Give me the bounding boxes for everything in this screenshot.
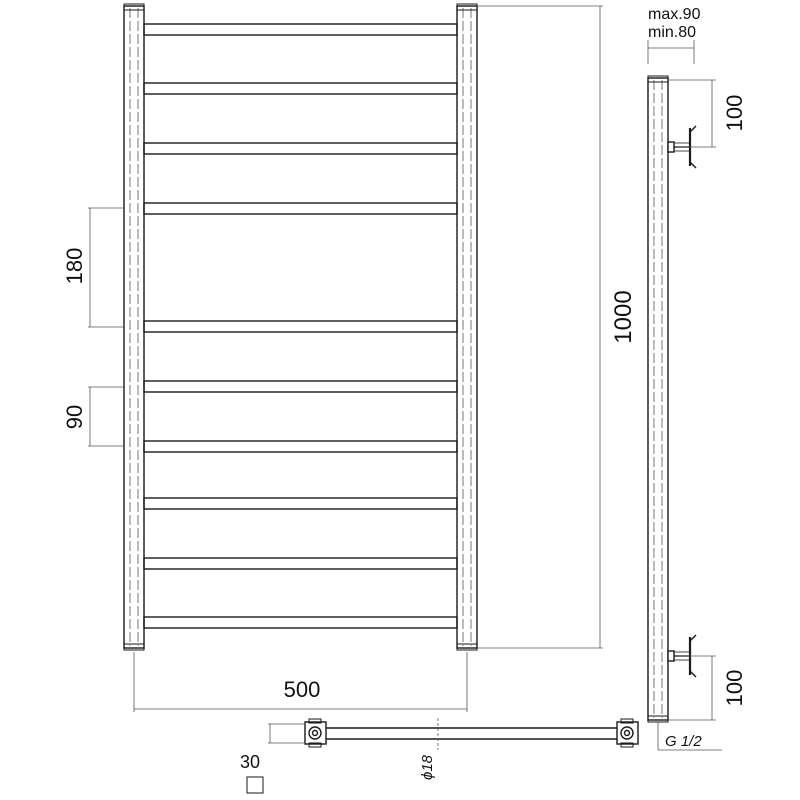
dim-tube-diameter: ϕ18 <box>419 754 436 780</box>
dim-width: 500 <box>284 677 321 702</box>
dim-bottom-offset: 100 <box>722 670 747 707</box>
front-view <box>123 3 478 651</box>
rungs <box>143 23 458 629</box>
dimension-lines <box>88 5 603 712</box>
rung <box>143 142 458 155</box>
side-dimension-lines <box>647 40 722 751</box>
rung <box>143 202 458 215</box>
left-upright <box>123 5 145 649</box>
dim-wall-distance-max: max.90 <box>648 6 701 23</box>
dim-height: 1000 <box>610 290 637 343</box>
dim-connection: G 1/2 <box>665 733 702 750</box>
rung <box>143 440 458 453</box>
rung <box>143 497 458 510</box>
dim-profile-size: 30 <box>240 752 260 772</box>
rung <box>143 616 458 629</box>
dim-rail-spacing-large: 180 <box>62 248 87 285</box>
top-view <box>268 718 639 750</box>
right-upright <box>456 5 478 649</box>
dim-wall-distance-min: min.80 <box>648 24 696 41</box>
rung <box>143 380 458 393</box>
rung <box>143 320 458 333</box>
right-connector <box>616 718 639 748</box>
rung <box>143 23 458 36</box>
side-view <box>647 75 697 723</box>
dim-top-offset: 100 <box>722 95 747 132</box>
rung <box>143 557 458 570</box>
square-profile-icon <box>246 776 264 794</box>
side-upright <box>647 77 669 721</box>
left-connector <box>304 718 327 748</box>
dim-rail-spacing-small: 90 <box>62 405 87 429</box>
rung <box>143 82 458 95</box>
